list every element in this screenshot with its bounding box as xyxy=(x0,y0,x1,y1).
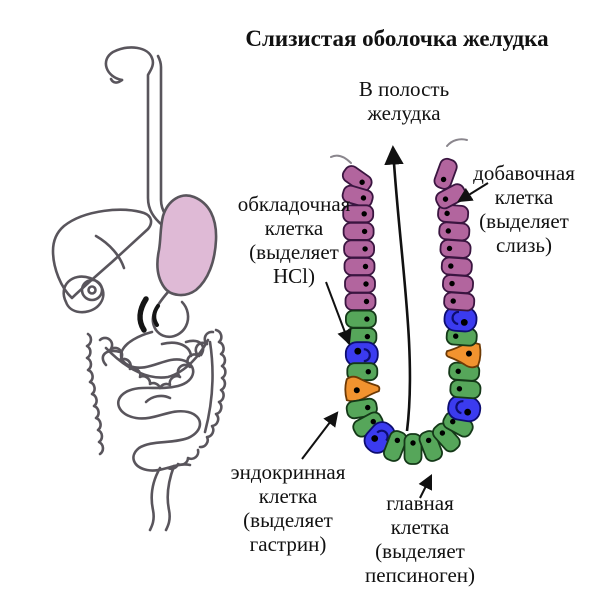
chief-cell-label: главная клетка (выделяет пепсиноген) xyxy=(365,491,475,588)
pylorus-dark-accent-2 xyxy=(152,304,160,327)
accessory-cell-label: добавочная клетка (выделяет слизь) xyxy=(473,161,575,258)
lumen-arrow xyxy=(384,145,412,432)
mucous-cell xyxy=(342,221,375,241)
diagram-title: Слизистая оболочка желудка xyxy=(245,26,549,51)
mucous-cell xyxy=(442,274,474,294)
rectum-right-line xyxy=(164,464,176,532)
mucous-cell xyxy=(344,274,376,294)
small-intestine-detail-1 xyxy=(160,341,193,358)
accessory-cell-arrow xyxy=(457,182,489,203)
mucous-cell xyxy=(439,238,472,259)
digestive-tract-drawing xyxy=(51,46,227,532)
splenic-flexure-loop xyxy=(62,275,105,314)
stomach-shape xyxy=(156,194,218,297)
small-intestine-detail-3 xyxy=(101,349,122,367)
liver-outline xyxy=(51,208,153,300)
colon-haustra-run xyxy=(198,328,227,449)
colon-haustra-run xyxy=(98,330,215,390)
surface-line-right xyxy=(446,138,468,147)
endocrine-cell-label: эндокринная клетка (выделяет гастрин) xyxy=(230,460,346,557)
parietal-cell-label: обкладочная клетка (выделяет HCl) xyxy=(237,192,351,289)
small-intestine-coils xyxy=(116,330,202,472)
mucous-cell xyxy=(438,221,471,242)
chief-cell xyxy=(403,433,423,465)
gland-cells xyxy=(341,157,482,465)
chief-cell-arrow xyxy=(418,473,433,499)
rectum-left-line xyxy=(148,466,162,532)
mouth-inner-line xyxy=(109,77,124,84)
chief-cell xyxy=(449,379,482,400)
parietal-cell-arrow xyxy=(325,281,352,346)
gallbladder-ring-inner xyxy=(87,285,97,295)
endocrine-cell xyxy=(344,375,381,403)
mucous-cell xyxy=(433,157,458,190)
endocrine-cell-arrow xyxy=(301,411,339,460)
colon-haustra-run xyxy=(85,332,105,456)
chief-cell xyxy=(383,430,408,462)
colon-haustra xyxy=(85,328,227,471)
label-arrows xyxy=(301,182,489,499)
endocrine-cell xyxy=(445,341,482,369)
mouth-esophagus-outline xyxy=(104,46,164,227)
liver-fold-line xyxy=(94,234,126,270)
small-intestine-detail-2 xyxy=(144,394,172,404)
colon-haustra-run xyxy=(166,448,200,471)
colon-inner-right xyxy=(203,340,214,434)
chief-cell xyxy=(344,309,377,329)
parietal-cell xyxy=(443,305,478,333)
mucous-cell xyxy=(343,239,376,259)
mucous-cell xyxy=(443,291,476,312)
pylorus-dark-accent-1 xyxy=(137,296,149,333)
duodenum-loop xyxy=(151,290,190,339)
mucous-cell xyxy=(440,256,473,277)
lumen-direction-label: В полость желудка xyxy=(358,77,450,126)
mucous-cell xyxy=(344,292,377,311)
mucous-cell xyxy=(343,257,376,276)
gastric-gland-diagram xyxy=(301,138,489,499)
surface-line-left xyxy=(330,154,352,164)
